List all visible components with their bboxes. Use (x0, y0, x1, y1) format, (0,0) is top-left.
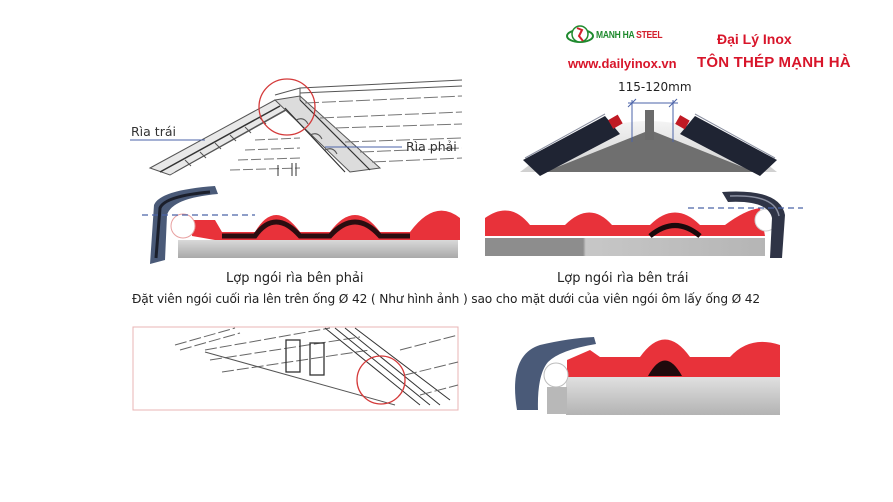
brand-logo: MANH HA STEEL (566, 22, 674, 48)
right-edge-tile-section (142, 186, 460, 264)
globe-logo-icon (566, 25, 594, 43)
ridge-cross-section (520, 98, 777, 176)
instruction-text: Đặt viên ngói cuối rìa lên trên ống Ø 42… (132, 292, 761, 306)
left-edge-tile-section (485, 191, 803, 258)
website-link[interactable]: www.dailyinox.vn (568, 56, 677, 71)
edge-closeup-section (515, 337, 780, 415)
brand-name: MANH HA STEEL (596, 29, 663, 41)
label-right-edge: Rìa phải (406, 139, 457, 154)
caption-left-edge: Lợp ngói rìa bên trái (557, 271, 689, 286)
roof-ridge-drawing (148, 79, 463, 176)
dimension-label: 115-120mm (618, 80, 692, 94)
caption-right-edge: Lợp ngói rìa bên phải (226, 271, 364, 286)
highlight-circle-ridge (258, 78, 316, 136)
highlight-circle-edge (356, 355, 406, 405)
dealer-line: Đại Lý Inox (717, 31, 792, 47)
company-name: TÔN THÉP MẠNH HÀ (697, 54, 851, 71)
roof-edge-drawing (132, 326, 459, 411)
label-left-edge: Rìa trái (131, 124, 176, 139)
